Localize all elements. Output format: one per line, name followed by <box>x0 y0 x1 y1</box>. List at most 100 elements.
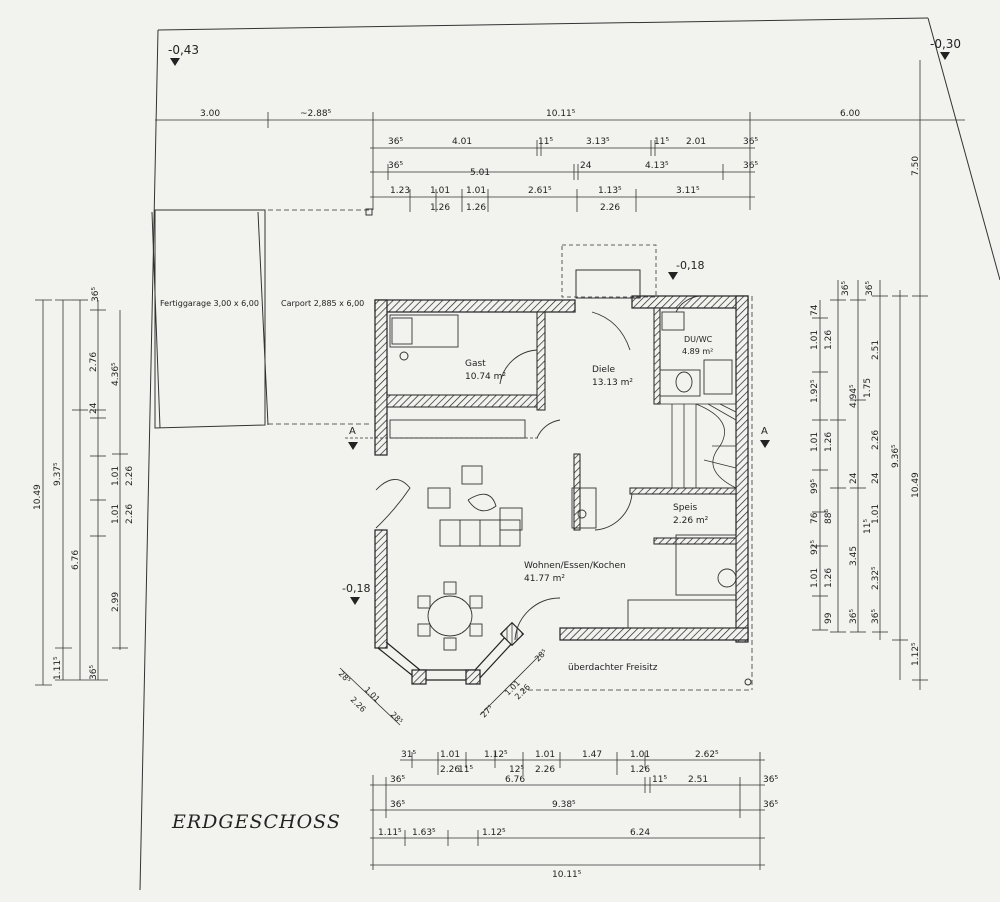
dim-label: 3.11⁵ <box>676 186 700 196</box>
dim-label: 2.61⁵ <box>528 186 552 196</box>
dim-label: ~2.88⁵ <box>300 109 332 119</box>
dim-label: 2.01 <box>686 137 706 147</box>
svg-text:A: A <box>349 426 356 437</box>
bottom-dimension-labels: 31⁵ 1.01 1.12⁵ 1.01 1.47 1.01 2.62⁵ 2.26… <box>378 750 778 880</box>
dim-label: 76 <box>810 512 820 524</box>
garage <box>151 209 269 429</box>
dim-label: 1.26 <box>824 568 834 588</box>
right-dimension-labels: 74 1.01 1.26 1.92⁵ 1.01 1.26 99⁵ 76 88⁵ … <box>810 156 921 666</box>
dim-label: 36⁵ <box>841 281 851 296</box>
carport <box>268 209 372 425</box>
dim-label: 36⁵ <box>89 665 99 680</box>
garage-label: Fertiggarage 3,00 x 6,00 <box>160 299 259 308</box>
dim-label: 36⁵ <box>743 137 758 147</box>
dim-label: 4.36⁵ <box>111 362 121 386</box>
dim-label: 2.32⁵ <box>871 566 881 590</box>
terrace-outline <box>520 296 753 691</box>
dim-label: 2.51 <box>871 340 881 360</box>
dim-label: 24 <box>89 402 99 414</box>
exterior-walls <box>374 295 749 649</box>
dim-label: 31⁵ <box>401 750 416 760</box>
dim-label: 1.01 <box>810 330 820 350</box>
dim-label: 6.76 <box>505 775 525 785</box>
armchairs <box>427 465 497 512</box>
dim-label: 1.12⁵ <box>484 750 508 760</box>
dim-label: 6.24 <box>630 828 650 838</box>
dim-label: 36⁵ <box>91 287 101 302</box>
room-duwc-name: DU/WC <box>684 335 713 344</box>
dim-label: 10.49 <box>33 484 43 510</box>
sofa <box>439 507 523 547</box>
dim-label: 9.36⁵ <box>891 444 901 468</box>
dim-label: 5.01 <box>470 168 490 178</box>
dim-label: 4.01 <box>452 137 472 147</box>
room-speis-name: Speis <box>673 503 697 513</box>
room-duwc-area: 4.89 m² <box>682 347 713 356</box>
dim-label: 1.26 <box>824 432 834 452</box>
dim-label: 24 <box>871 472 881 484</box>
dim-label: 11⁵ <box>538 137 553 147</box>
dim-label: 6.00 <box>840 109 860 119</box>
dim-label: 74 <box>810 304 820 316</box>
dim-label: 1.11⁵ <box>53 656 63 680</box>
svg-text:A: A <box>761 426 768 437</box>
dim-label: 28⁵ <box>337 669 353 685</box>
dim-label: 27⁵ <box>479 704 495 720</box>
dim-label: 1.01 <box>466 186 486 196</box>
dim-label: 11⁵ <box>458 765 473 775</box>
section-marker-left: A <box>345 426 540 450</box>
level-marker-entry: -0,18 <box>668 259 704 280</box>
bay-window-wall <box>377 621 525 685</box>
bay-dimensions <box>339 654 541 726</box>
dining-table <box>417 581 483 651</box>
dim-label: 1.01 <box>810 568 820 588</box>
dim-label: 2.99 <box>111 592 121 612</box>
dim-label: 36⁵ <box>849 609 859 624</box>
dim-label: 1.12⁵ <box>482 828 506 838</box>
dim-label: 36⁵ <box>871 609 881 624</box>
dim-label: 99⁵ <box>810 479 820 494</box>
dim-label: 1.47 <box>582 750 602 760</box>
dim-label: 3.00 <box>200 109 220 119</box>
dim-label: 1.01 <box>430 186 450 196</box>
room-wohnen-area: 41.77 m² <box>524 574 565 584</box>
dim-label: 2.76 <box>89 352 99 372</box>
carport-label: Carport 2,885 x 6,00 <box>281 299 364 308</box>
dim-label: 36⁵ <box>743 161 758 171</box>
plot-boundary <box>139 17 1000 891</box>
interior-walls <box>386 307 737 545</box>
dim-label: 1.01 <box>810 432 820 452</box>
dim-label: 1.13⁵ <box>598 186 622 196</box>
dim-label: 24 <box>849 472 859 484</box>
bed <box>389 314 459 348</box>
dim-label: 4.13⁵ <box>645 161 669 171</box>
dim-label: 10.49 <box>911 472 921 498</box>
dim-label: 3.13⁵ <box>586 137 610 147</box>
staircase <box>660 403 737 489</box>
nightstand <box>399 351 409 361</box>
room-gast-name: Gast <box>465 359 486 369</box>
dim-label: 1.11⁵ <box>378 828 402 838</box>
room-diele-name: Diele <box>592 365 615 375</box>
dim-label: 2.26 <box>125 466 135 486</box>
dim-label: 36⁵ <box>865 281 875 296</box>
level-marker-living: -0,18 <box>342 582 370 605</box>
left-dimension-labels: 10.49 9.37⁵ 6.76 1.11⁵ 36⁵ 2.76 24 4.36⁵… <box>33 287 135 680</box>
dim-label: 36⁵ <box>390 775 405 785</box>
dim-label: 11⁵ <box>654 137 669 147</box>
room-labels: Gast 10.74 m² Diele 13.13 m² DU/WC 4.89 … <box>465 335 713 673</box>
doors <box>375 295 701 641</box>
dim-label: 3.45 <box>849 546 859 566</box>
dim-label: 1.92⁵ <box>810 379 820 403</box>
svg-text:-0,18: -0,18 <box>342 582 370 595</box>
dim-label: 2.26 <box>535 765 555 775</box>
entrance-canopy <box>561 244 657 298</box>
dim-label: 88⁵ <box>824 509 834 524</box>
svg-text:-0,30: -0,30 <box>930 37 961 51</box>
terrace-label: überdachter Freisitz <box>568 663 658 673</box>
dim-label: 1.26 <box>824 330 834 350</box>
top-dimensions <box>155 112 965 212</box>
dim-label: 1.01 <box>630 750 650 760</box>
dim-label: 1.63⁵ <box>412 828 436 838</box>
